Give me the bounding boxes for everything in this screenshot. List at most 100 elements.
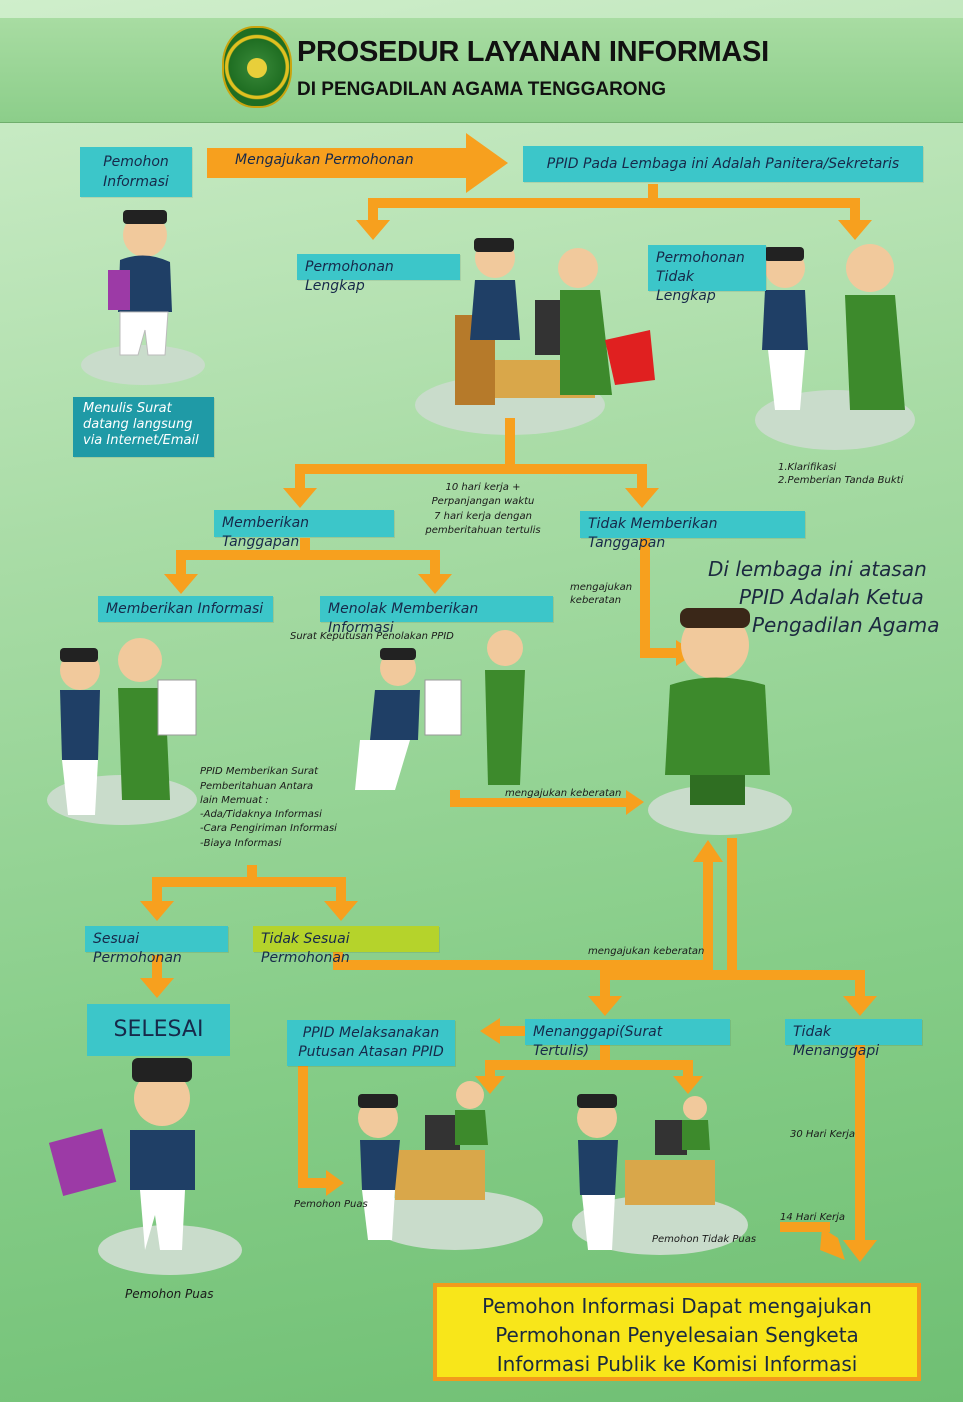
arrow-head	[625, 488, 659, 508]
arrow-line	[855, 1043, 865, 1243]
arrow-line	[333, 960, 713, 970]
arrow-head	[626, 790, 644, 815]
note-ppid-surat-3: lain Memuat :	[200, 795, 269, 806]
arrow-line	[152, 877, 162, 903]
arrow-head	[164, 574, 198, 594]
page-title: PROSEDUR LAYANAN INFORMASI	[297, 36, 769, 68]
box-memberikan-tanggapan: Memberikan Tanggapan	[214, 510, 394, 550]
box-sesuai-permohonan: Sesuai Permohonan	[85, 926, 228, 966]
arrow-line	[780, 1222, 830, 1232]
note-ppid-surat-6: -Biaya Informasi	[200, 838, 282, 849]
arrow-line	[500, 1026, 526, 1036]
arrow-line	[640, 538, 650, 656]
shadow-ellipse	[367, 1190, 543, 1250]
arrow-head	[283, 488, 317, 508]
selesai-figure	[48, 1058, 195, 1250]
note-surat-keputusan: Surat Keputusan Penolakan PPID	[290, 631, 454, 642]
arrow-line	[368, 198, 860, 208]
box-permohonan-lengkap: Permohonan Lengkap	[297, 254, 460, 294]
arrow-head	[820, 1228, 845, 1260]
shadow-ellipse	[648, 785, 792, 835]
arrow-line	[855, 970, 865, 1000]
box-menolak: Menolak Memberikan Informasi	[320, 596, 553, 636]
atasan-figure	[665, 608, 770, 805]
arrow-head	[326, 1170, 344, 1196]
arrow-line	[640, 648, 680, 658]
final-line-3: Informasi Publik ke Komisi Informasi	[496, 1352, 858, 1376]
arrow-head	[588, 996, 622, 1016]
satisfied-scene	[358, 1081, 488, 1240]
arrow-head	[475, 1076, 505, 1094]
arrow-line	[176, 550, 186, 576]
note-ppid-surat-2: Pemberitahuan Antara	[200, 781, 314, 792]
handshake-scene	[762, 244, 905, 410]
arrow-line	[298, 1178, 328, 1188]
note-keberatan-2: mengajukan keberatan	[505, 788, 622, 799]
shadow-ellipse	[572, 1195, 748, 1255]
arrow-line	[295, 464, 647, 474]
arrow-head	[140, 978, 174, 998]
arrow-line	[368, 198, 378, 223]
arrow-head	[418, 574, 452, 594]
arrow-head	[673, 1076, 703, 1094]
header-banner: PROSEDUR LAYANAN INFORMASI DI PENGADILAN…	[0, 18, 963, 123]
box-melaksanakan: PPID Melaksanakan Putusan Atasan PPID	[287, 1020, 455, 1066]
arrow-line	[648, 184, 658, 204]
arrow-mengajukan	[207, 133, 508, 193]
desk-scene	[455, 238, 655, 405]
atasan-line-1: Di lembaga ini atasan	[708, 557, 927, 581]
arrow-head	[324, 901, 358, 921]
final-line-1: Pemohon Informasi Dapat mengajukan	[482, 1294, 872, 1318]
final-box: Pemohon Informasi Dapat mengajukan Permo…	[433, 1283, 921, 1381]
note-keberatan-1a: mengajukan	[570, 582, 633, 593]
arrow-line	[298, 1065, 308, 1187]
atasan-line-3: Pengadilan Agama	[752, 613, 940, 637]
arrow-line	[727, 838, 737, 973]
arrow-line	[152, 955, 162, 980]
note-pemohon-tidak-puas: Pemohon Tidak Puas	[652, 1234, 757, 1245]
pemohon-figure	[108, 210, 172, 356]
note-hari-kerja-1: 10 hari kerja +	[445, 482, 521, 493]
box-tidak-sesuai-permohonan: Tidak Sesuai Permohonan	[253, 926, 439, 966]
arrow-line	[505, 418, 515, 470]
note-hari-kerja-2: Perpanjangan waktu	[431, 496, 535, 507]
note-hari-kerja-4: pemberitahuan tertulis	[425, 525, 541, 536]
arrow-line	[703, 860, 713, 970]
atasan-line-2: PPID Adalah Ketua	[739, 585, 924, 609]
box-pemohon: Pemohon Informasi	[80, 147, 192, 197]
arrow-line	[300, 538, 310, 556]
box-memberikan-informasi: Memberikan Informasi	[98, 596, 273, 622]
shadow-ellipse	[81, 345, 205, 385]
arrow-line	[295, 464, 305, 490]
unsatisfied-scene	[577, 1094, 715, 1250]
arrow-head	[843, 1240, 877, 1262]
arrow-head	[693, 840, 723, 862]
box-menulis-surat: Menulis Surat datang langsung via Intern…	[73, 397, 214, 457]
note-30-hari: 30 Hari Kerja	[790, 1129, 855, 1140]
arrow-head	[140, 901, 174, 921]
arrow-line	[850, 198, 860, 223]
arrow-line	[637, 464, 647, 490]
note-ppid-surat-4: -Ada/Tidaknya Informasi	[200, 809, 322, 820]
note-hari-kerja-3: 7 hari kerja dengan	[434, 511, 532, 522]
box-ppid: PPID Pada Lembaga ini Adalah Panitera/Se…	[523, 146, 923, 182]
box-tidak-memberikan-tanggapan: Tidak Memberikan Tanggapan	[580, 511, 805, 551]
box-permohonan-tidak-lengkap: Permohonan Tidak Lengkap	[648, 245, 766, 304]
arrow-head	[843, 996, 877, 1016]
box-selesai: SELESAI	[87, 1004, 230, 1056]
refusing-scene	[355, 630, 525, 790]
arrow-line	[336, 877, 346, 903]
final-line-2: Permohonan Penyelesaian Sengketa	[495, 1323, 859, 1347]
arrow-line	[683, 1060, 693, 1078]
label-mengajukan: Mengajukan Permohonan	[235, 152, 414, 168]
note-klarifikasi-1: 1.Klarifikasi	[778, 462, 837, 473]
note-keberatan-1b: keberatan	[570, 595, 622, 606]
box-tidak-menanggapi: Tidak Menanggapi	[785, 1019, 922, 1059]
arrow-line	[600, 970, 610, 1000]
arrow-line	[430, 550, 440, 576]
note-ppid-surat-1: PPID Memberikan Surat	[200, 766, 319, 777]
arrow-line	[333, 950, 343, 968]
note-ppid-surat-5: -Cara Pengiriman Informasi	[200, 823, 337, 834]
note-14-hari: 14 Hari Kerja	[780, 1212, 845, 1223]
